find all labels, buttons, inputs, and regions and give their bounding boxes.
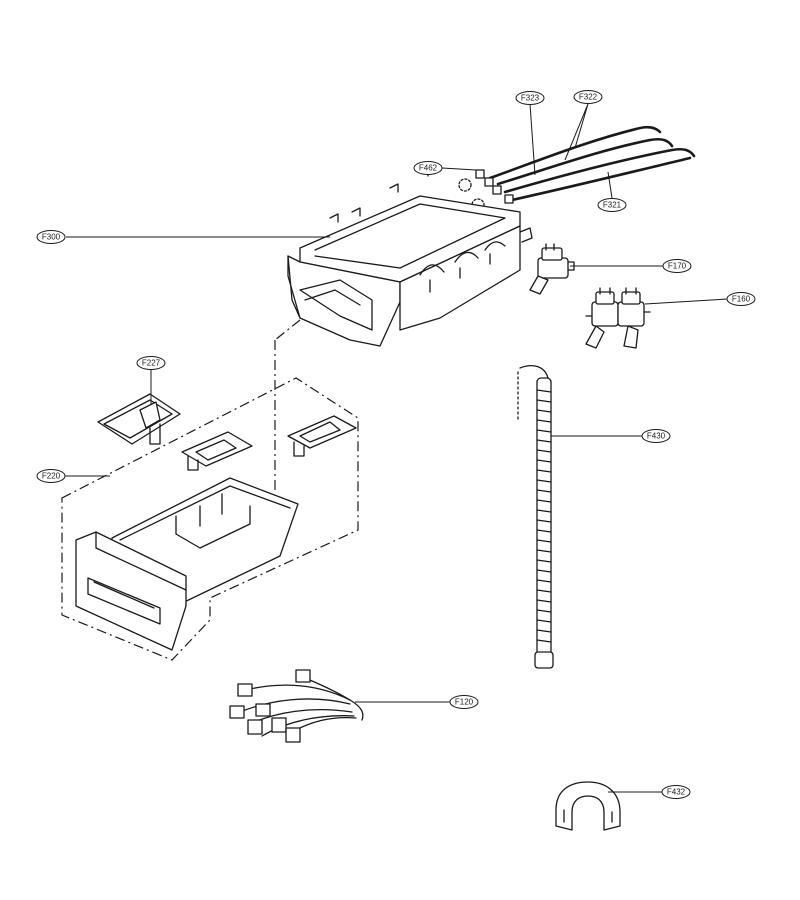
callout-F323: F323 (515, 91, 545, 105)
drawer-cap-right (287, 415, 357, 457)
callout-label: F462 (419, 164, 438, 173)
callout-F160: F160 (726, 292, 756, 306)
callout-F321: F321 (597, 198, 627, 212)
leader-lines (64, 103, 729, 793)
callout-F430: F430 (641, 429, 671, 443)
callout-F227: F227 (136, 356, 166, 370)
callout-F462: F462 (413, 161, 443, 175)
callout-F170: F170 (662, 259, 692, 273)
detergent-drawer (75, 477, 299, 651)
water-valve-single (529, 243, 575, 295)
callout-F220: F220 (36, 469, 66, 483)
callout-label: F300 (42, 233, 61, 242)
callout-label: F120 (455, 698, 474, 707)
callout-label: F170 (668, 262, 687, 271)
callout-label: F321 (603, 201, 622, 210)
callout-label: F430 (647, 432, 666, 441)
drawer-cap-left (181, 431, 253, 471)
drain-hose (517, 365, 554, 669)
callout-F120: F120 (449, 695, 479, 709)
water-valve-double (585, 287, 651, 349)
callout-label: F227 (142, 359, 161, 368)
callout-label: F322 (579, 93, 598, 102)
dispenser-housing (287, 167, 533, 347)
hose-assembly (458, 125, 696, 212)
guide-line (274, 319, 301, 341)
wire-harness (229, 669, 364, 743)
callout-F300: F300 (36, 230, 66, 244)
callout-label: F160 (732, 295, 751, 304)
drawer-assembly-boundary (61, 377, 359, 661)
callout-label: F432 (667, 788, 686, 797)
siphon-cover (97, 393, 181, 445)
hose-clip (555, 781, 621, 831)
callout-label: F220 (42, 472, 61, 481)
callout-label: F323 (521, 94, 540, 103)
callout-F432: F432 (661, 785, 691, 799)
callout-F322: F322 (573, 90, 603, 104)
